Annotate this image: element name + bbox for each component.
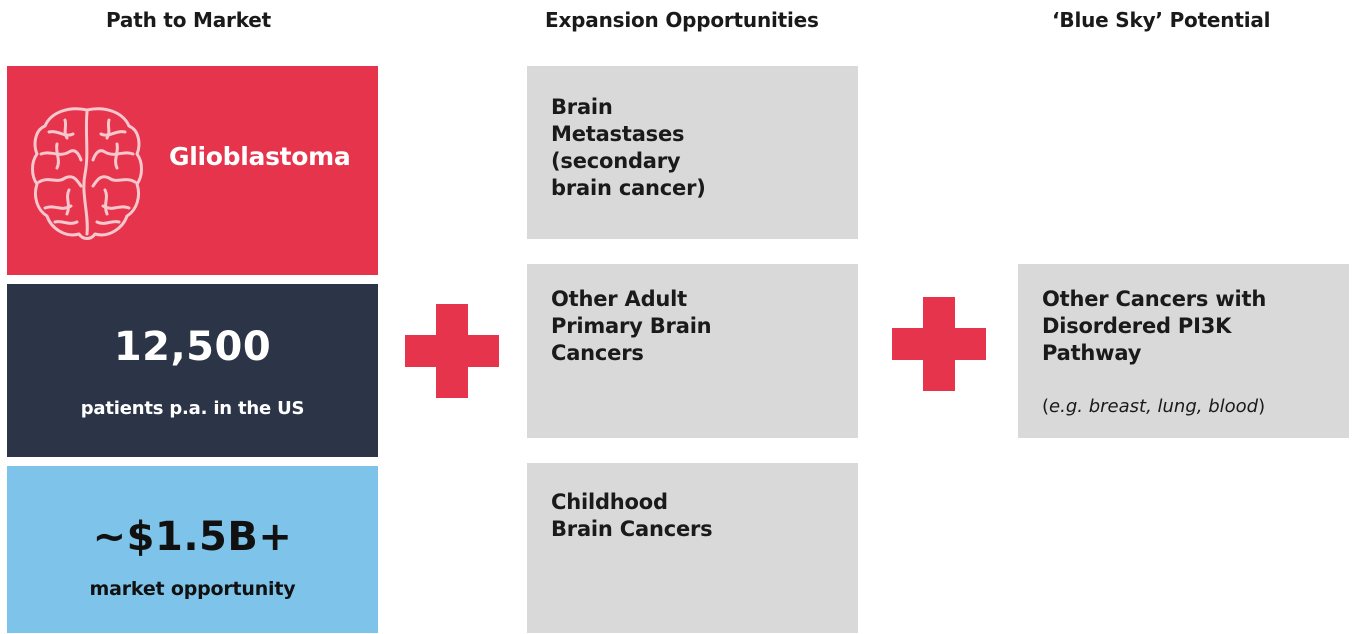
expansion-text: Other Adult Primary Brain Cancers (551, 287, 712, 365)
expansion-text: Childhood Brain Cancers (551, 490, 713, 541)
blue-sky-box: Other Cancers with Disordered PI3K Pathw… (1018, 264, 1349, 438)
plus-icon (892, 297, 986, 391)
blue-sky-examples: (e.g. breast, lung, blood) (1042, 396, 1266, 417)
expansion-box-childhood: Childhood Brain Cancers (527, 463, 858, 633)
market-value: ~$1.5B+ (92, 514, 293, 560)
header-blue-sky-potential: ‘Blue Sky’ Potential (1052, 8, 1271, 32)
glioblastoma-label: Glioblastoma (169, 142, 351, 171)
expansion-text: Brain Metastases (secondary brain cancer… (551, 95, 706, 200)
market-box: ~$1.5B+ market opportunity (7, 466, 378, 633)
header-path-to-market: Path to Market (106, 8, 271, 32)
header-expansion-opportunities: Expansion Opportunities (545, 8, 819, 32)
patients-label: patients p.a. in the US (80, 398, 305, 419)
blue-sky-text: Other Cancers with Disordered PI3K Pathw… (1042, 287, 1267, 365)
expansion-box-brain-metastases: Brain Metastases (secondary brain cancer… (527, 66, 858, 239)
plus-icon (405, 304, 499, 398)
glioblastoma-box: Glioblastoma (7, 66, 378, 275)
patients-value: 12,500 (113, 324, 272, 370)
patients-box: 12,500 patients p.a. in the US (7, 284, 378, 457)
expansion-box-adult-primary: Other Adult Primary Brain Cancers (527, 264, 858, 438)
market-label: market opportunity (89, 578, 296, 600)
brain-icon (31, 107, 143, 240)
